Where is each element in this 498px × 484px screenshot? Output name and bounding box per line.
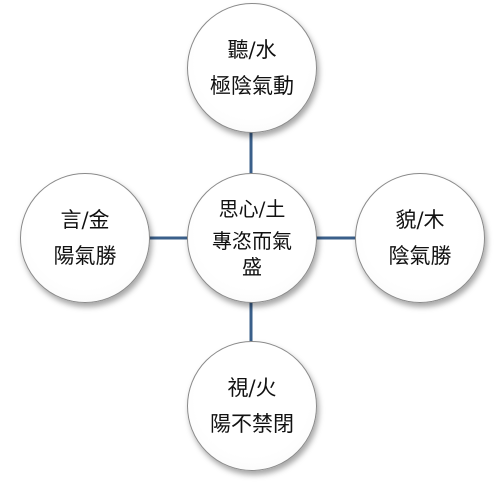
- node-title: 聽/水: [227, 38, 277, 62]
- node-thought-earth: 思心/土 專恣而氣盛: [187, 173, 317, 303]
- node-title: 貌/木: [395, 208, 445, 232]
- node-subtitle: 陰氣勝: [388, 244, 452, 268]
- node-subtitle: 極陰氣動: [210, 74, 294, 98]
- node-subtitle: 陽氣勝: [53, 244, 117, 268]
- node-subtitle: 陽不禁閉: [210, 412, 294, 436]
- node-sight-fire: 視/火 陽不禁閉: [187, 341, 317, 471]
- node-speech-metal: 言/金 陽氣勝: [20, 173, 150, 303]
- node-appearance-wood: 貌/木 陰氣勝: [355, 173, 485, 303]
- node-title: 言/金: [60, 208, 110, 232]
- node-hearing-water: 聽/水 極陰氣動: [187, 3, 317, 133]
- node-title: 視/火: [227, 376, 277, 400]
- node-title: 思心/土: [218, 197, 286, 221]
- node-subtitle: 專恣而氣盛: [212, 229, 292, 279]
